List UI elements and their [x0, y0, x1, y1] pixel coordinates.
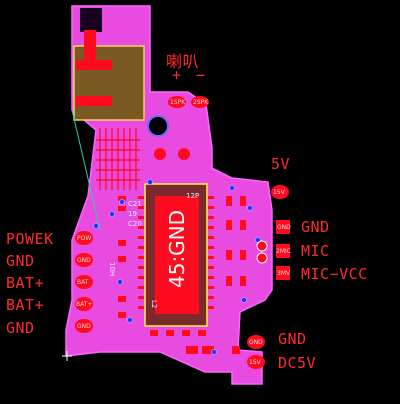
pad-gnd-left-top: GND — [75, 253, 93, 267]
label-bat-plus-1: BAT+ — [6, 274, 45, 292]
pad-5v: 15V — [271, 185, 289, 199]
trace-green — [71, 109, 101, 231]
silk-c20: C20 — [128, 220, 142, 228]
mic-thru-holes — [256, 240, 268, 264]
board-cutout — [80, 8, 102, 32]
pad-gnd-right-top: GND — [276, 220, 291, 234]
pad-mic: 2MIC — [276, 244, 291, 258]
svg-text:2MIC: 2MIC — [276, 248, 291, 255]
label-gnd-left-bottom: GND — [6, 319, 35, 337]
main-ic: 45:GND 12P — [138, 183, 214, 327]
chip-label: 45:GND — [165, 210, 189, 288]
battery-pad-bottom — [76, 96, 112, 106]
pad-gnd-left-bottom: GND — [75, 319, 93, 333]
origin-marker — [62, 351, 72, 361]
label-dc5v: DC5V — [278, 354, 317, 372]
smd-components — [118, 196, 246, 354]
speaker-pad-minus: 2SPK — [191, 96, 209, 108]
chip-side-text: 12P — [186, 192, 199, 200]
label-mic: MIC — [301, 242, 330, 260]
round-pad-1 — [154, 148, 166, 160]
pad-powek: POW — [75, 231, 93, 245]
speaker-minus: − — [196, 66, 206, 84]
silk-c19: 19 — [128, 210, 137, 218]
battery-pad-top — [76, 60, 112, 70]
svg-text:2SPK: 2SPK — [193, 99, 209, 106]
label-gnd-left-top: GND — [6, 252, 35, 270]
label-gnd-right-bottom: GND — [278, 330, 307, 348]
label-bat-plus-2: BAT+ — [6, 296, 45, 314]
svg-text:GND: GND — [249, 339, 263, 346]
speaker-plus: + — [172, 66, 182, 84]
pad-bat-2: BAT+ — [75, 297, 93, 311]
silk-l2: L2 — [150, 300, 158, 308]
pad-dc5v: 15V — [247, 355, 265, 369]
svg-text:3MV: 3MV — [277, 270, 291, 277]
label-mic-vcc: MIC−VCC — [301, 265, 368, 283]
svg-text:BAT: BAT — [77, 279, 89, 286]
svg-text:1SPK: 1SPK — [170, 99, 186, 106]
svg-text:15V: 15V — [249, 359, 262, 366]
silk-r10: 10H — [108, 262, 116, 276]
svg-text:POW: POW — [77, 235, 91, 242]
speaker-label: 喇叭 — [166, 52, 200, 71]
svg-text:GND: GND — [77, 323, 91, 330]
svg-text:15V: 15V — [273, 189, 286, 196]
svg-text:GND: GND — [277, 224, 291, 231]
pad-bat-1: BAT — [75, 275, 93, 289]
trace-grid — [96, 128, 140, 190]
mounting-hole — [147, 115, 169, 137]
pad-mic-vcc: 3MV — [276, 266, 291, 280]
label-gnd-right-top: GND — [301, 218, 330, 236]
label-5v: 5V — [271, 155, 291, 173]
pad-gnd-right-bottom: GND — [247, 335, 265, 349]
svg-text:BAT+: BAT+ — [76, 301, 92, 308]
svg-text:GND: GND — [77, 257, 91, 264]
label-powek: POWEK — [6, 230, 54, 248]
round-pad-2 — [178, 148, 190, 160]
speaker-pad-plus: 1SPK — [168, 96, 186, 108]
silk-c21: C21 — [128, 200, 142, 208]
trace-battery — [84, 30, 96, 64]
